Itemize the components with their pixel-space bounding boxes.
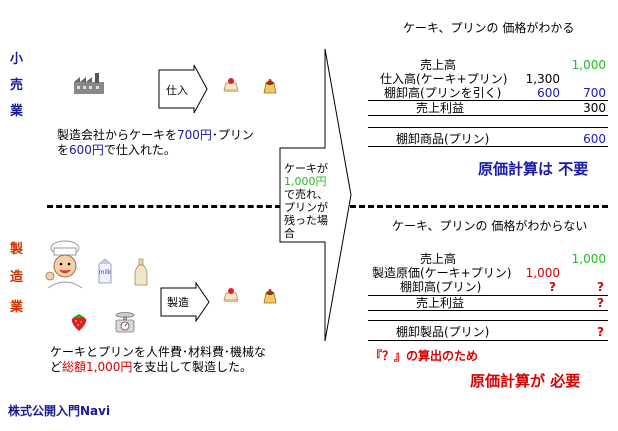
factory-icon: [74, 73, 104, 94]
strawberry-icon: [71, 314, 87, 331]
scenario-text-3: で売れ、: [284, 188, 329, 201]
retail-label-2: 売: [10, 78, 24, 93]
retail-sales-value: 1,000: [571, 58, 606, 72]
mfg-profit-label: 売上利益: [416, 296, 465, 310]
manufacture-arrow: [160, 282, 210, 322]
retail-label-3: 業: [10, 104, 24, 119]
pudding-purchase-price: 600円: [69, 143, 104, 157]
retail-profit-label: 売上利益: [416, 101, 465, 115]
mfg-description-line1: ケーキとプリンを人件費･材料費･機械な: [50, 345, 267, 359]
manufacture-label: 製造: [167, 296, 189, 309]
scale-icon: [115, 312, 135, 333]
bottle-icon: [134, 258, 148, 286]
mfg-sales-label: 売上高: [420, 252, 457, 266]
chef-icon: [45, 240, 83, 289]
scenario-text-1: ケーキが: [284, 162, 328, 175]
mfg-products-label: 棚卸製品(プリン): [396, 325, 490, 339]
mfg-cost-label: 製造原価(ケーキ+プリン): [372, 266, 512, 280]
retail-desc-pre: 製造会社からケーキを: [57, 128, 178, 142]
milk-icon: [98, 258, 112, 284]
retail-goods-label: 棚卸商品(プリン): [396, 132, 490, 146]
scenario-text-6: 合: [284, 227, 295, 240]
retail-inventory-value1: 600: [537, 86, 560, 100]
mfg-inventory-value2: ?: [597, 280, 604, 294]
retail-label-1: 小: [10, 52, 24, 67]
mfg-desc2-post: を支出して製造した。: [132, 360, 253, 374]
retail-divider-4: [368, 146, 608, 147]
scenario-text-4: プリンが: [284, 201, 328, 214]
retail-inventory-value2: 700: [583, 86, 606, 100]
retail-description-line1: 製造会社からケーキを700円･プリン: [57, 128, 254, 142]
scenario-text-2: 1,000円: [284, 175, 327, 188]
scenario-text-5: 残った場: [284, 214, 328, 227]
retail-profit-value: 300: [583, 101, 606, 115]
mfg-note: 『？』の算出のため: [370, 349, 479, 363]
mfg-cost-value: 1,000: [525, 266, 560, 280]
section-divider-right: [350, 205, 608, 208]
mfg-label-2: 造: [10, 270, 24, 285]
mfg-label-1: 製: [10, 242, 24, 257]
purchase-label: 仕入: [166, 84, 188, 97]
cake-purchase-price: 700円: [177, 128, 212, 142]
retail-divider-3: [368, 127, 608, 128]
retail-desc-post: ･プリン: [211, 128, 254, 142]
section-divider-left: [47, 205, 281, 208]
mfg-inventory-label: 棚卸高(プリン): [400, 280, 482, 294]
mfg-inventory-value1: ?: [549, 280, 556, 294]
mfg-label-3: 業: [10, 300, 24, 315]
mfg-header: ケーキ、プリンの 価格がわからない: [392, 219, 588, 233]
retail-divider-1: [368, 100, 608, 101]
mfg-divider-1: [368, 295, 608, 296]
retail-description-line2: を600円で仕入れた。: [57, 143, 176, 157]
cake-icon-2: [223, 288, 239, 302]
mfg-divider-4: [368, 340, 608, 341]
retail-purchase-value: 1,300: [525, 72, 560, 86]
pudding-icon-2: [263, 289, 277, 304]
mfg-description-line2: ど総額1,000円を支出して製造した。: [50, 360, 252, 374]
retail-inventory-label: 棚卸高(プリンを引く): [384, 86, 502, 100]
retail-conclusion: 原価計算は 不要: [478, 160, 589, 178]
mfg-sales-value: 1,000: [571, 252, 606, 266]
mfg-total-cost: 総額1,000円: [62, 360, 133, 374]
mfg-desc2-pre: ど: [50, 360, 63, 374]
retail-desc2-post: で仕入れた。: [103, 143, 176, 157]
mfg-profit-value: ?: [597, 296, 604, 310]
mfg-divider-2: [368, 310, 608, 311]
pudding-icon: [263, 79, 277, 94]
site-brand: 株式公開入門Navi: [8, 404, 111, 418]
retail-header: ケーキ、プリンの 価格がわかる: [403, 21, 575, 35]
scenario-arrow: [279, 48, 352, 342]
retail-divider-2: [368, 115, 608, 116]
milk-icon-label: milk: [98, 269, 112, 276]
retail-sales-label: 売上高: [420, 58, 457, 72]
mfg-divider-3: [368, 320, 608, 321]
mfg-products-value: ?: [597, 325, 604, 339]
mfg-conclusion: 原価計算が 必要: [470, 372, 581, 390]
retail-goods-value: 600: [583, 132, 606, 146]
cake-icon: [223, 78, 239, 92]
retail-desc2-pre: を: [57, 143, 70, 157]
purchase-arrow: [158, 64, 208, 114]
retail-purchase-label: 仕入高(ケーキ+プリン): [380, 72, 508, 86]
